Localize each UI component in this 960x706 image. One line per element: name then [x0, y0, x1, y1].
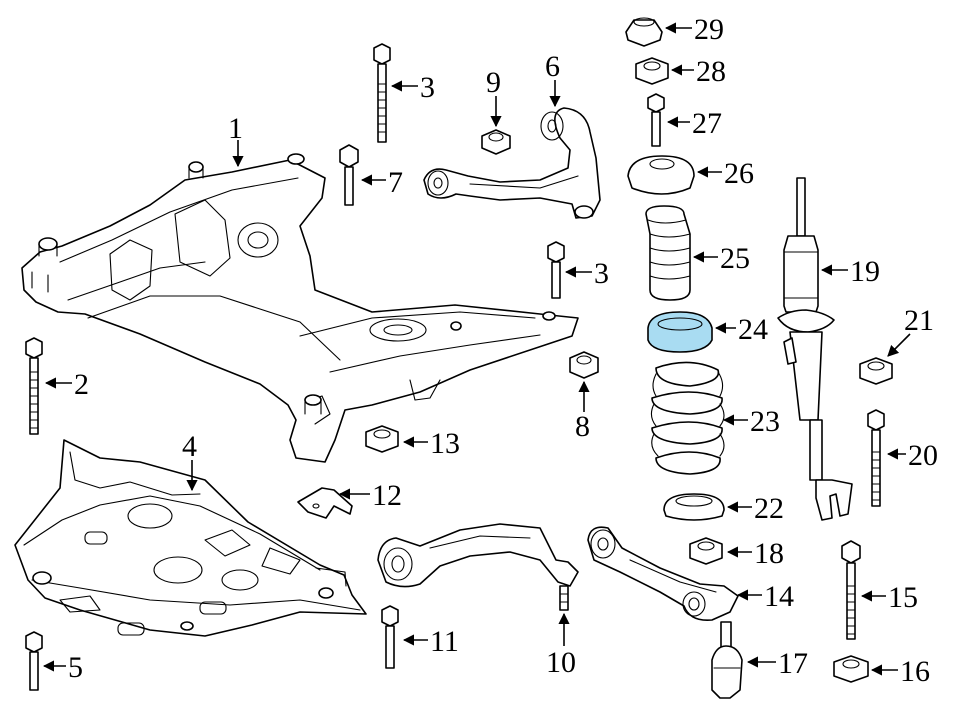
- nut-item-13: [365, 425, 399, 453]
- nut-item-21: [859, 357, 893, 385]
- callout-10: 10: [546, 646, 576, 679]
- callout-28: 28: [696, 55, 726, 88]
- upper-control-arm-part: [423, 107, 601, 219]
- callout-6: 6: [545, 50, 560, 83]
- nut-item-9: [481, 129, 511, 155]
- callout-5: 5: [68, 651, 83, 684]
- shock-absorber-part: [777, 177, 853, 521]
- bolt-item-3-upper: [373, 43, 391, 143]
- trailing-arm-part: [587, 526, 739, 622]
- strut-mount-item-26: [627, 155, 695, 195]
- callout-18: 18: [754, 537, 784, 570]
- bolt-item-20: [867, 409, 885, 507]
- nut-item-16: [833, 655, 869, 683]
- callout-8: 8: [575, 410, 590, 443]
- bolt-item-3-lower: [547, 241, 565, 299]
- nut-item-8: [569, 351, 599, 379]
- callout-24: 24: [738, 313, 768, 346]
- callout-1: 1: [228, 112, 243, 145]
- callout-20: 20: [908, 439, 938, 472]
- callout-21: 21: [904, 304, 934, 337]
- spring-seat-item-22: [663, 493, 725, 521]
- front-subframe-part: [21, 153, 579, 463]
- underbody-shield-part: [14, 439, 367, 637]
- callout-27: 27: [692, 107, 722, 140]
- coil-spring-part: [650, 361, 725, 475]
- callout-25: 25: [720, 242, 750, 275]
- callout-22: 22: [754, 492, 784, 525]
- spring-isolator-item-24-highlighted: [647, 311, 713, 353]
- nut-item-18: [689, 537, 723, 565]
- callout-23: 23: [750, 405, 780, 438]
- lower-control-arm-part: [377, 523, 579, 611]
- callout-17: 17: [778, 647, 808, 680]
- ball-joint-item-17: [711, 621, 743, 699]
- callout-7: 7: [388, 166, 403, 199]
- callout-16: 16: [900, 655, 930, 688]
- nut-item-28: [635, 57, 669, 85]
- bolt-item-2: [25, 337, 43, 435]
- callout-labels: 1 2 3 3 4 5 6 7 8 9 10 11 12 13 14 15 16…: [68, 13, 938, 688]
- callout-11: 11: [430, 625, 459, 658]
- callout-29: 29: [694, 13, 724, 46]
- bolt-item-7: [339, 144, 359, 206]
- callout-15: 15: [888, 581, 918, 614]
- callout-2: 2: [74, 368, 89, 401]
- callout-4: 4: [182, 430, 197, 463]
- bump-stop-part: [645, 205, 691, 301]
- callout-12: 12: [372, 479, 402, 512]
- bracket-item-12: [297, 487, 353, 519]
- bolt-item-27: [647, 93, 665, 147]
- cap-item-29: [625, 17, 663, 47]
- callout-3-upper: 3: [420, 71, 435, 104]
- bolt-item-15: [841, 540, 861, 640]
- callout-13: 13: [430, 427, 460, 460]
- callout-19: 19: [850, 255, 880, 288]
- callout-9: 9: [486, 66, 501, 99]
- bolt-item-5: [25, 631, 43, 691]
- callout-3-lower: 3: [594, 257, 609, 290]
- callout-26: 26: [724, 157, 754, 190]
- callout-14: 14: [764, 580, 794, 613]
- leader-lines: [42, 22, 911, 676]
- bolt-item-11: [381, 605, 399, 669]
